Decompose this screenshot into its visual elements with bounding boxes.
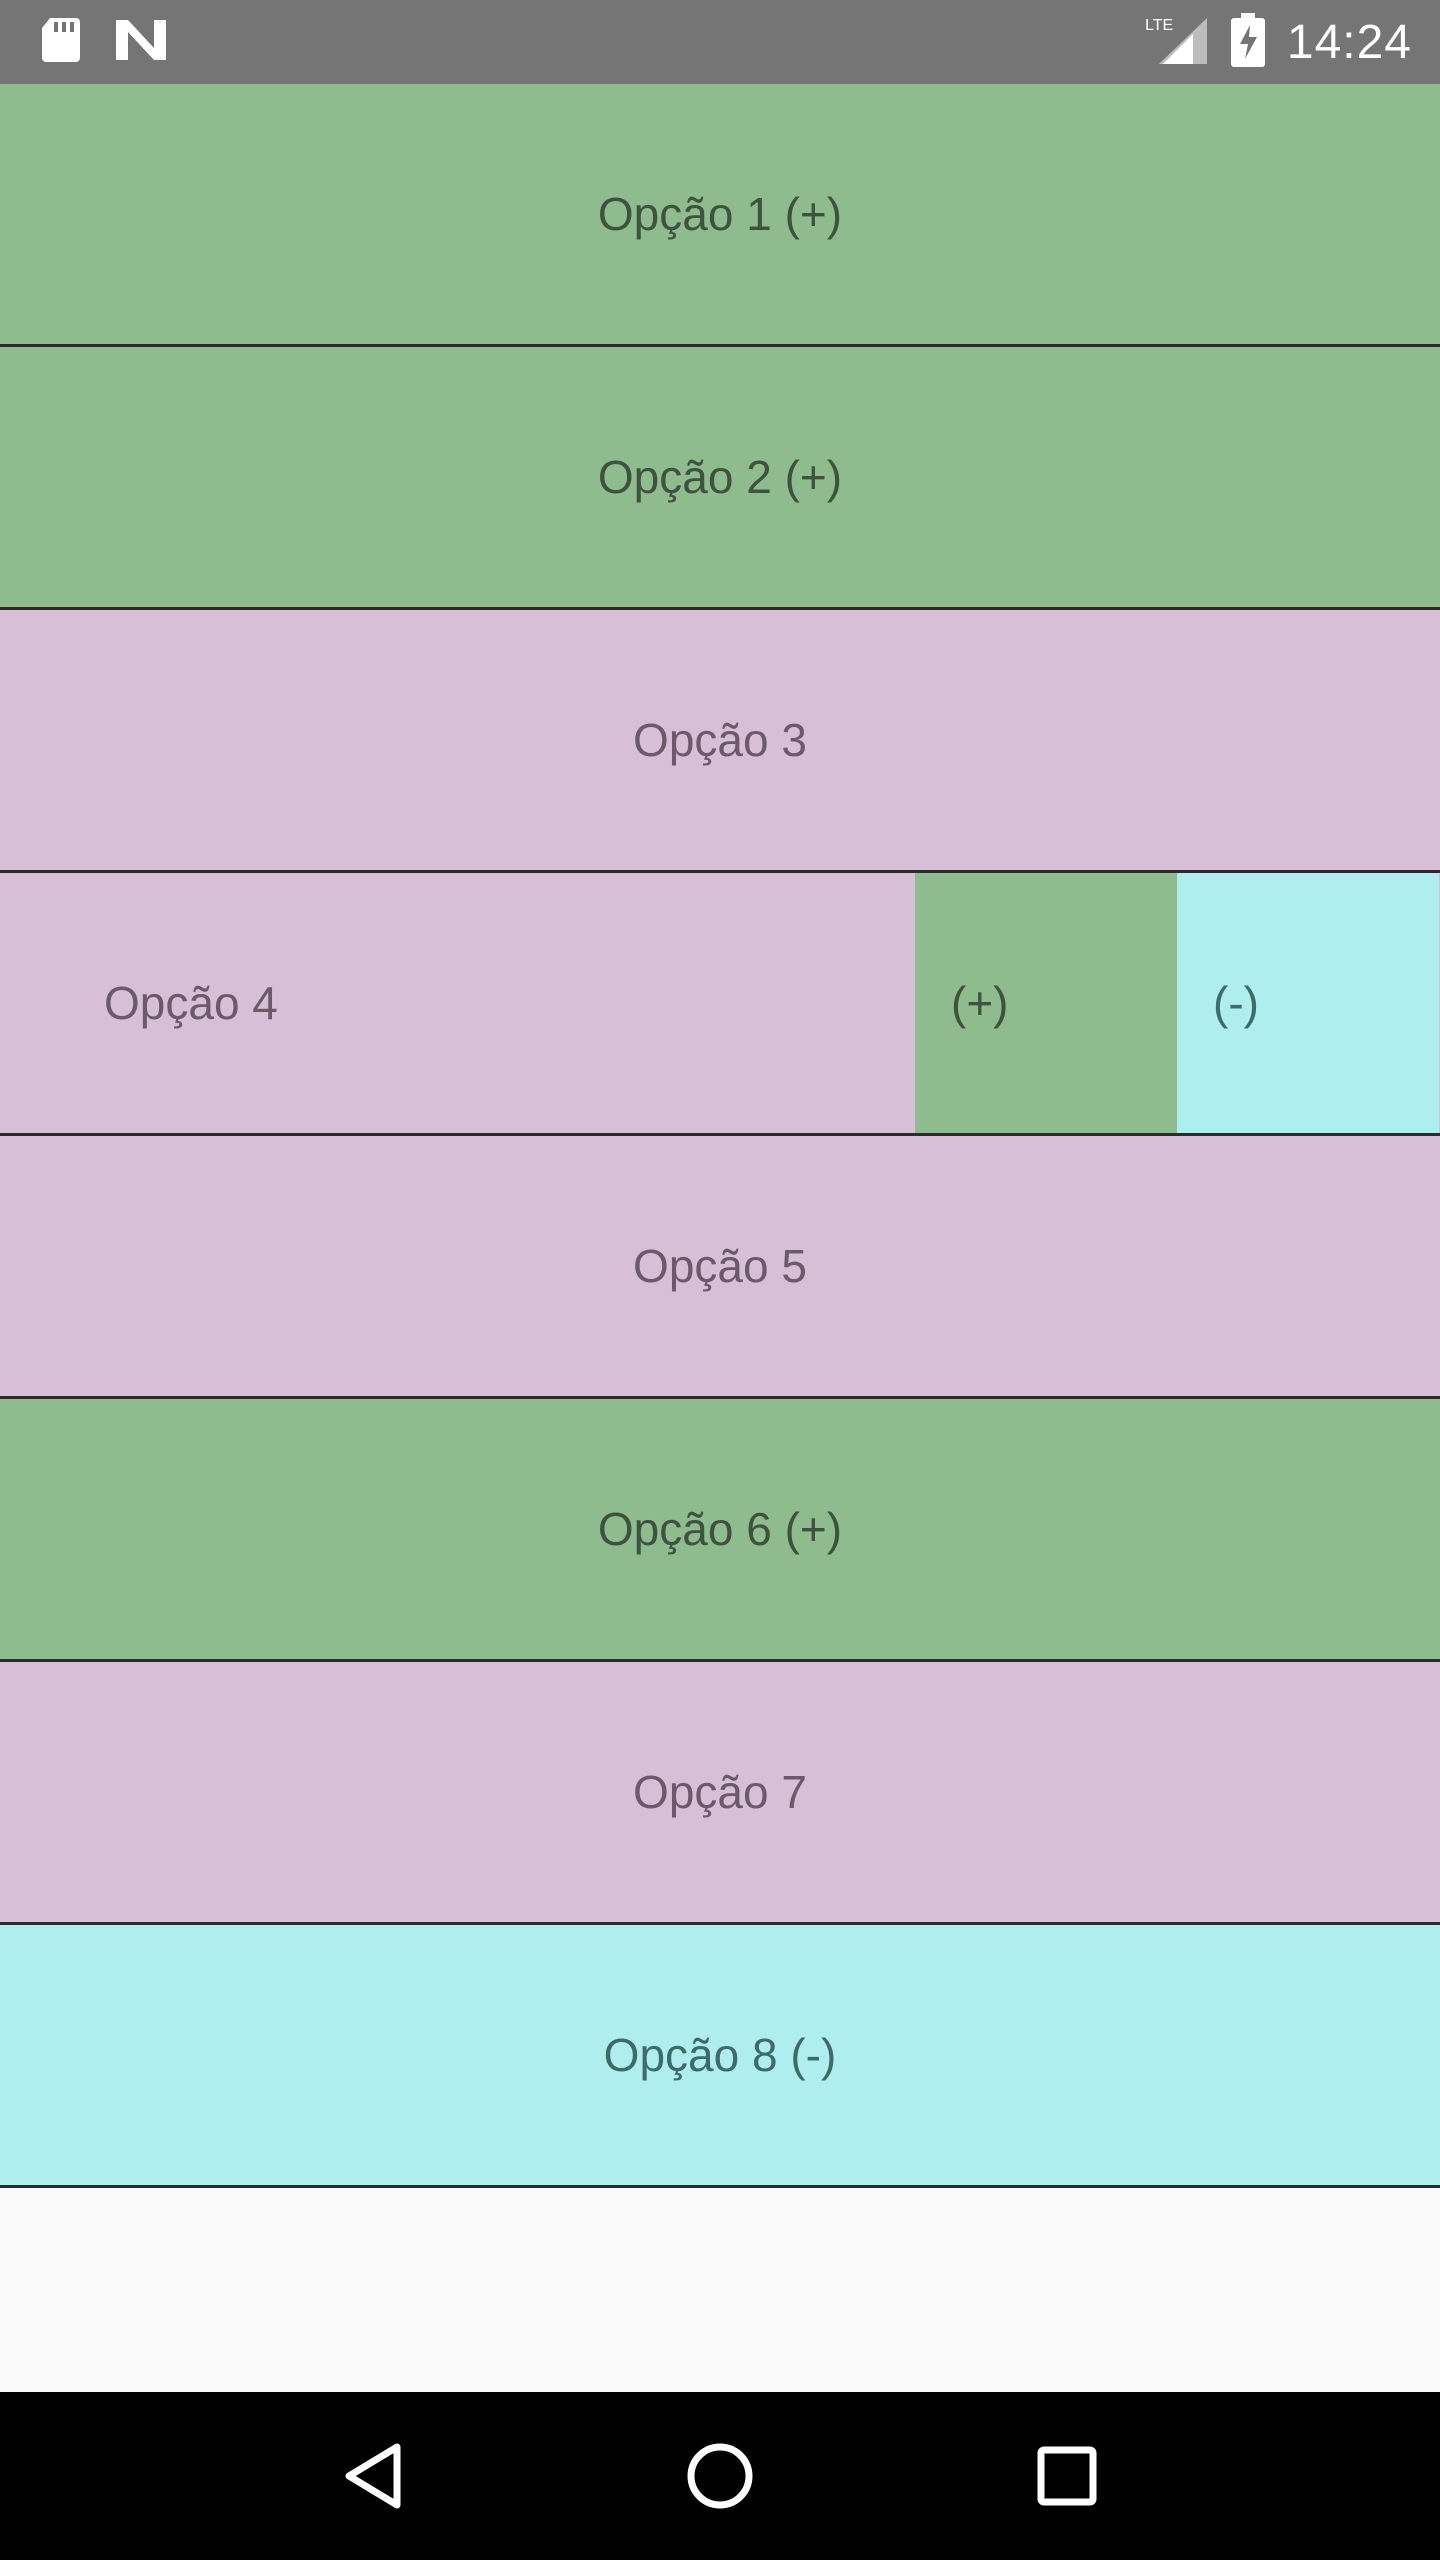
option-4-minus-label: (-) xyxy=(1213,977,1259,1029)
option-2[interactable]: Opção 2 (+) xyxy=(0,347,1440,610)
option-8[interactable]: Opção 8 (-) xyxy=(0,1925,1440,2188)
option-4-label: Opção 4 xyxy=(104,977,278,1029)
option-7-label: Opção 7 xyxy=(633,1766,807,1818)
status-clock: 14:24 xyxy=(1286,15,1412,69)
option-5-label: Opção 5 xyxy=(633,1240,807,1292)
option-4-main[interactable]: Opção 4 xyxy=(0,873,915,1133)
option-3[interactable]: Opção 3 xyxy=(0,610,1440,873)
option-4[interactable]: Opção 4 (+) (-) xyxy=(0,873,1440,1136)
option-8-label: Opção 8 (-) xyxy=(603,2029,837,2081)
option-1[interactable]: Opção 1 (+) xyxy=(0,84,1440,347)
sd-card-icon xyxy=(40,16,82,69)
option-7[interactable]: Opção 7 xyxy=(0,1662,1440,1925)
home-button[interactable] xyxy=(675,2431,765,2521)
option-2-label: Opção 2 (+) xyxy=(597,451,843,503)
recents-icon xyxy=(1037,2446,1097,2506)
lte-label: LTE xyxy=(1145,17,1173,34)
n-logo-icon xyxy=(114,18,168,67)
status-bar: LTE 14:24 xyxy=(0,0,1440,84)
option-5[interactable]: Opção 5 xyxy=(0,1136,1440,1399)
option-4-plus-button[interactable]: (+) xyxy=(915,873,1177,1133)
recents-button[interactable] xyxy=(1022,2431,1112,2521)
back-button[interactable] xyxy=(328,2431,418,2521)
status-right-icons: LTE 14:24 xyxy=(1145,0,1412,84)
home-icon xyxy=(687,2443,753,2509)
option-3-label: Opção 3 xyxy=(633,714,807,766)
battery-charging-icon xyxy=(1230,12,1265,72)
lte-signal-icon: LTE xyxy=(1145,14,1209,71)
status-left-icons xyxy=(40,0,168,84)
option-6[interactable]: Opção 6 (+) xyxy=(0,1399,1440,1662)
navigation-bar xyxy=(0,2392,1440,2560)
options-list: Opção 1 (+) Opção 2 (+) Opção 3 Opção 4 … xyxy=(0,84,1440,2188)
option-1-label: Opção 1 (+) xyxy=(597,188,843,240)
option-6-label: Opção 6 (+) xyxy=(597,1503,843,1555)
option-4-plus-label: (+) xyxy=(951,977,1009,1029)
option-4-minus-button[interactable]: (-) xyxy=(1177,873,1439,1133)
back-icon xyxy=(345,2443,401,2509)
